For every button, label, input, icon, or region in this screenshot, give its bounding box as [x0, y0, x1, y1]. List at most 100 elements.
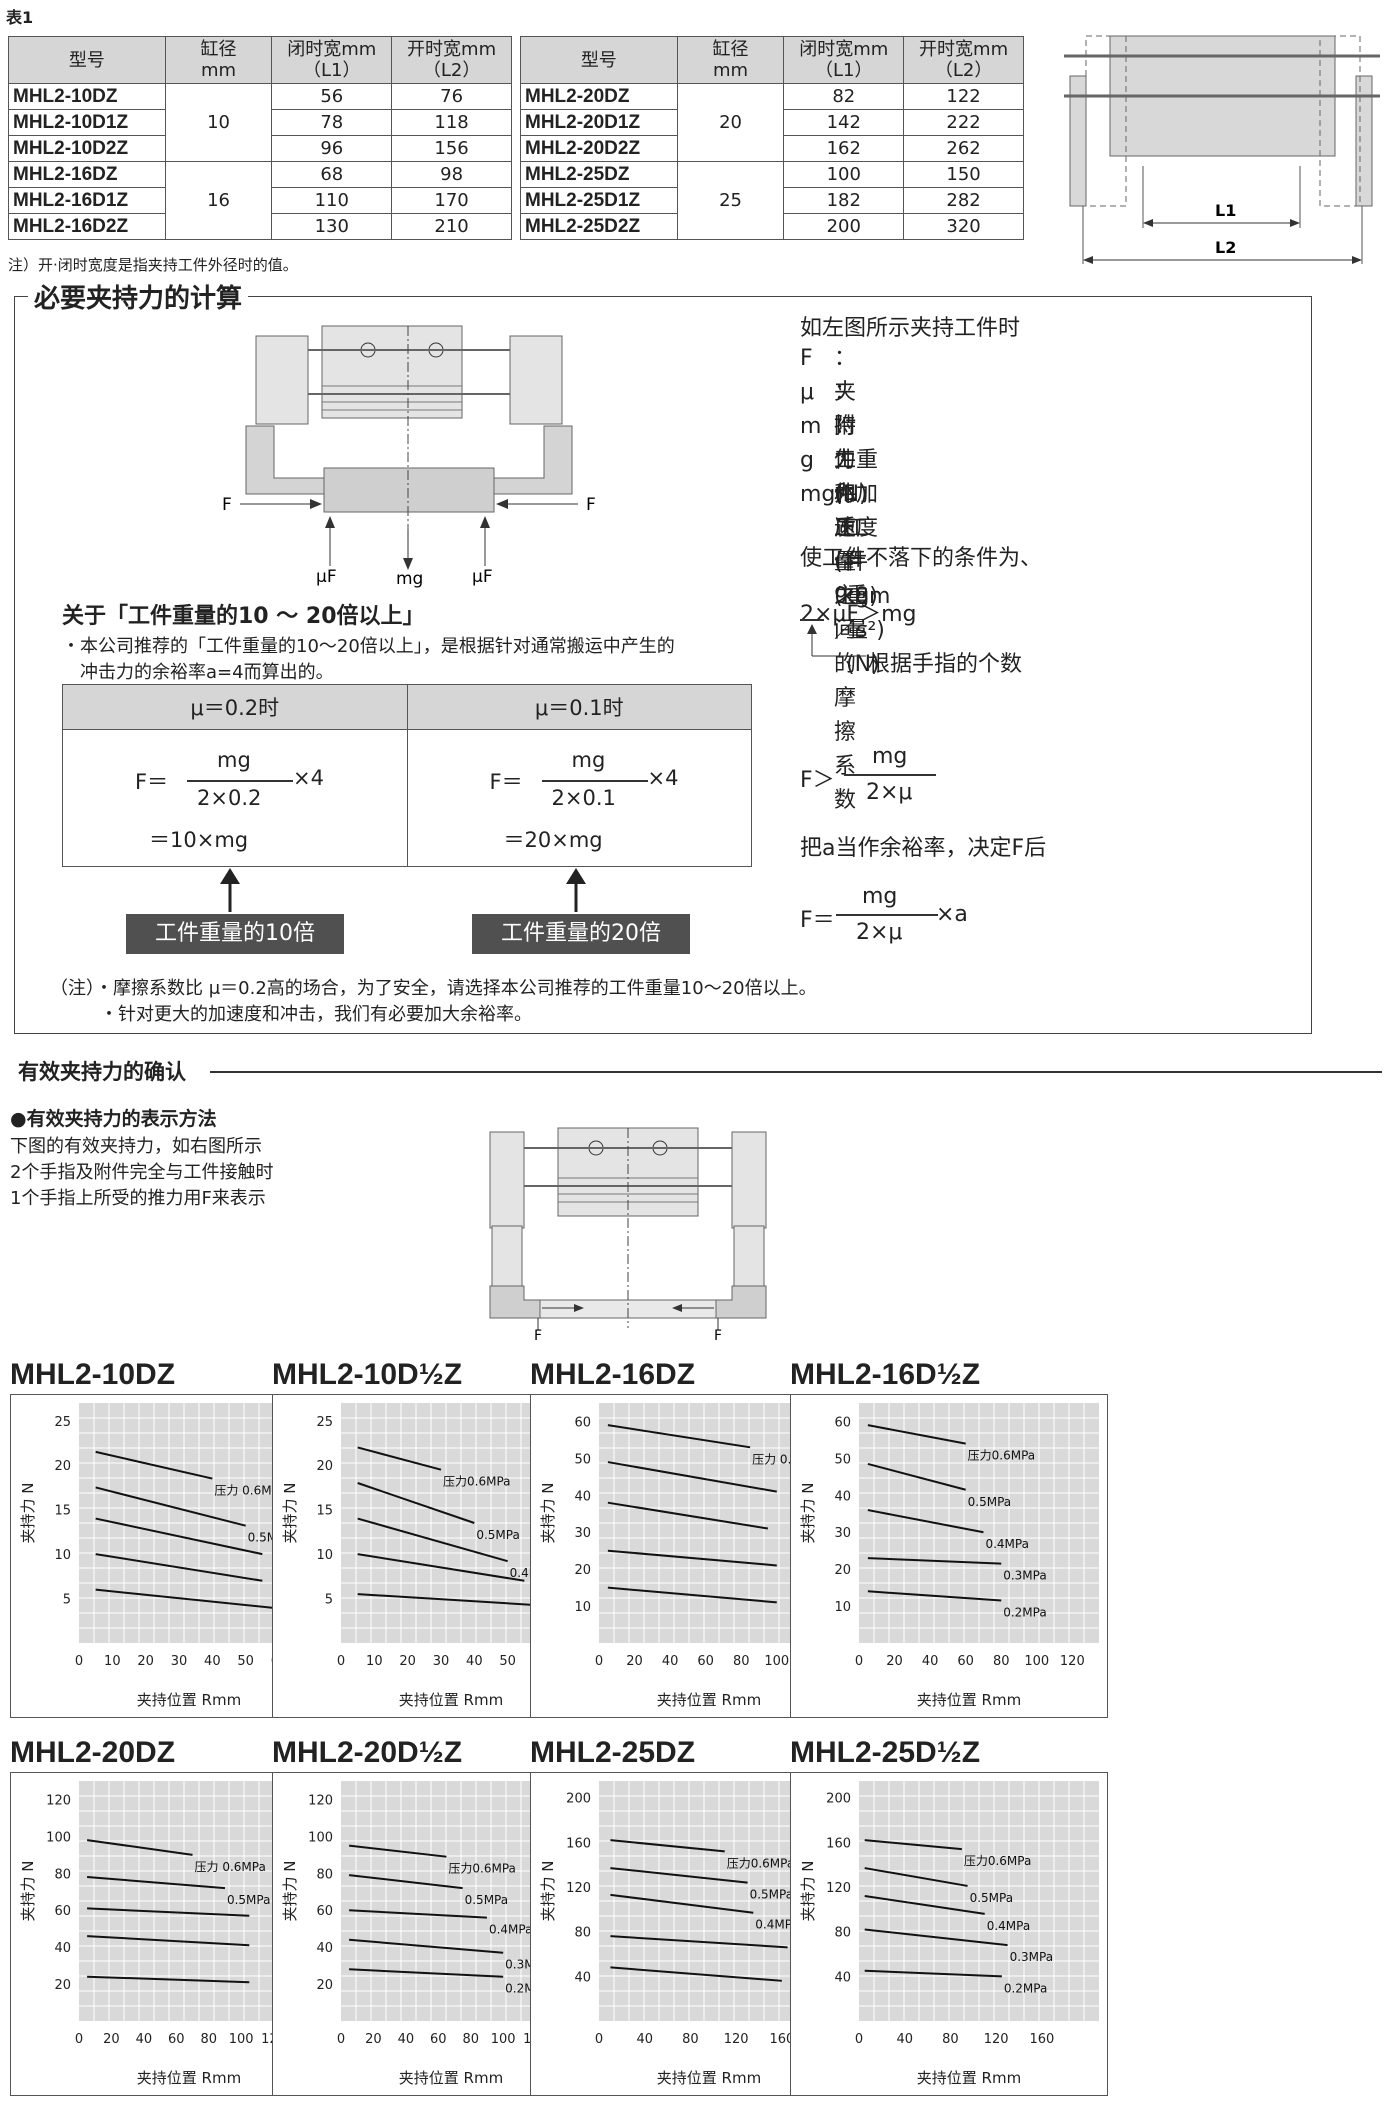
- table-note: 注）开·闭时宽度是指夹持工件外径时的值。: [8, 256, 298, 274]
- y-tick-label: 20: [54, 1459, 71, 1474]
- x-tick-label: 160: [1029, 2032, 1054, 2047]
- model-cell: MHL2-10DZ: [8, 83, 166, 110]
- x-tick-label: 100: [1024, 1654, 1049, 1669]
- series-label: 0.5MPa: [227, 1893, 271, 1907]
- series-line: [607, 1549, 777, 1567]
- ratio-title: 关于「工件重量的10 ～ 20倍以上」: [62, 604, 425, 629]
- l2-cell: 282: [903, 187, 1024, 214]
- y-tick-label: 80: [316, 1867, 333, 1882]
- y-tick-label: 80: [574, 1926, 591, 1941]
- y-tick-label: 60: [54, 1904, 71, 1919]
- y-axis-label: 夹持力 N: [539, 1483, 557, 1544]
- series-line: [95, 1553, 263, 1582]
- x-tick-label: 0: [855, 1654, 863, 1669]
- model-cell: MHL2-10D1Z: [8, 109, 166, 136]
- fig-f-right: F: [586, 495, 596, 515]
- series-line: [357, 1482, 475, 1524]
- fig-muf-right: μF: [472, 567, 493, 587]
- x-tick-label: 60: [957, 1654, 974, 1669]
- l1-cell: 142: [783, 109, 905, 136]
- fig-mg: mg: [396, 569, 423, 588]
- table-label: 表1: [6, 8, 34, 27]
- series-line: [95, 1517, 263, 1556]
- x-tick-label: 40: [136, 2032, 153, 2047]
- y-tick-label: 15: [316, 1504, 333, 1519]
- series-label: 压力0.6MPa: [964, 1854, 1032, 1868]
- model-cell: MHL2-25DZ: [520, 161, 678, 188]
- x-tick-label: 80: [682, 2032, 699, 2047]
- condition-pointer: [800, 619, 866, 657]
- x-tick-label: 120: [1060, 1654, 1085, 1669]
- y-axis-label: 夹持力 N: [799, 1483, 817, 1544]
- x-tick-label: 10: [366, 1654, 383, 1669]
- dimension-drawing: L1 L2: [1064, 35, 1380, 264]
- y-tick-label: 160: [826, 1836, 851, 1851]
- table-header-3: 开时宽mm（L2）: [391, 36, 512, 84]
- series-line: [349, 1938, 504, 1954]
- x-tick-label: 40: [922, 1654, 939, 1669]
- y-tick-label: 200: [566, 1792, 591, 1807]
- y-tick-label: 100: [46, 1830, 71, 1845]
- mu-col2-header: μ＝0.1时: [406, 684, 752, 730]
- series-label: 0.2MPa: [1003, 1606, 1046, 1620]
- series-line: [867, 1557, 1002, 1565]
- y-tick-label: 20: [834, 1563, 851, 1578]
- series-line: [864, 1894, 985, 1915]
- y-axis-label: 夹持力 N: [281, 1861, 299, 1922]
- y-tick-label: 40: [574, 1489, 591, 1504]
- footnote-2: ・针对更大的加速度和冲击，我们有必要加大余裕率。: [100, 1004, 532, 1025]
- y-tick-label: 20: [316, 1978, 333, 1993]
- model-cell: MHL2-16D2Z: [8, 213, 166, 240]
- x-axis-label: 夹持位置 Rmm: [399, 1691, 503, 1709]
- y-tick-label: 5: [63, 1593, 71, 1608]
- y-tick-label: 200: [826, 1792, 851, 1807]
- x-tick-label: 0: [595, 1654, 603, 1669]
- l1-cell: 182: [783, 187, 905, 214]
- l2-cell: 76: [391, 83, 512, 110]
- y-tick-label: 50: [574, 1452, 591, 1467]
- chart-title: MHL2-25DZ: [530, 1736, 696, 1769]
- x-tick-label: 0: [855, 2032, 863, 2047]
- series-label: 0.5MPa: [970, 1891, 1014, 1905]
- x-tick-label: 20: [626, 1654, 643, 1669]
- model-cell: MHL2-20D1Z: [520, 109, 678, 136]
- ineq-formula: F＞ mg 2×μ: [800, 744, 1000, 814]
- model-cell: MHL2-10D2Z: [8, 135, 166, 162]
- series-line: [610, 1839, 725, 1853]
- calc-title: 必要夹持力的计算: [28, 278, 249, 315]
- up-arrows: [220, 868, 586, 912]
- series-line: [867, 1509, 984, 1534]
- x-axis-label: 夹持位置 Rmm: [657, 1691, 761, 1709]
- effective-desc-2: 1个手指上所受的推力用F来表示: [10, 1188, 266, 1209]
- y-axis-label: 夹持力 N: [19, 1861, 37, 1922]
- series-label: 0.4MPa: [987, 1919, 1030, 1933]
- series-line: [348, 1844, 447, 1858]
- series-line: [87, 1935, 250, 1947]
- chart-title: MHL2-20DZ: [10, 1736, 176, 1769]
- series-line: [610, 1966, 782, 1982]
- x-tick-label: 120: [984, 2032, 1009, 2047]
- x-tick-label: 20: [365, 2032, 382, 2047]
- l1-cell: 200: [783, 213, 905, 240]
- x-tick-label: 40: [636, 2032, 653, 2047]
- y-tick-label: 25: [54, 1415, 71, 1430]
- series-line: [348, 1874, 463, 1890]
- mu-col2-formula: F＝ mg 2×0.1 ×4 ＝20×mg: [406, 729, 752, 867]
- l2-label: L2: [1215, 238, 1236, 257]
- fig-f-left: F: [222, 495, 232, 515]
- x-axis-label: 夹持位置 Rmm: [137, 2069, 241, 2087]
- y-tick-label: 10: [316, 1548, 333, 1563]
- x-tick-label: 10: [104, 1654, 121, 1669]
- series-line: [610, 1935, 788, 1949]
- y-tick-label: 20: [54, 1978, 71, 1993]
- l2-cell: 210: [391, 213, 512, 240]
- model-cell: MHL2-16D1Z: [8, 187, 166, 214]
- y-tick-label: 30: [834, 1526, 851, 1541]
